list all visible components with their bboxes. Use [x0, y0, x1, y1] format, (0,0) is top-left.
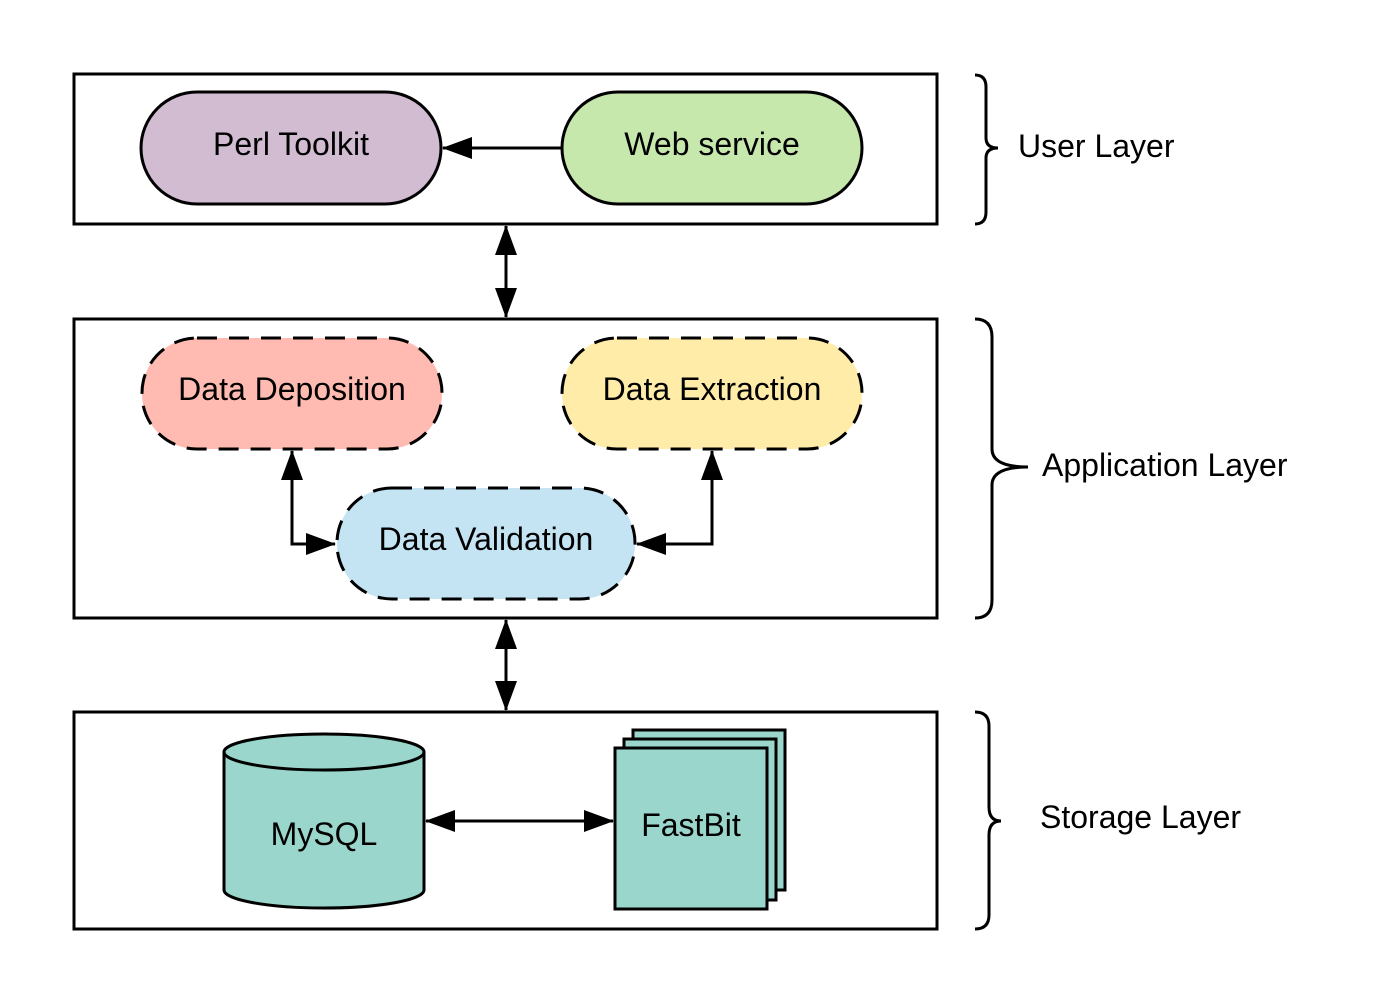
user-layer-label: User Layer — [1018, 128, 1175, 164]
extraction-validation-link — [636, 450, 723, 555]
data-extraction-shape — [560, 336, 864, 451]
data-deposition-label: Data Deposition — [178, 371, 406, 407]
web-service-label: Web service — [624, 126, 799, 162]
data-validation-label: Data Validation — [379, 521, 594, 557]
mysql-cylinder — [222, 732, 426, 910]
fastbit-node: FastBit — [613, 728, 787, 911]
data-validation-shape — [335, 486, 637, 601]
user-layer-brace — [974, 73, 999, 226]
web-service-node: Web service — [560, 90, 864, 206]
mysql-cylinder-top — [222, 751, 426, 772]
mysql-node: MySQL — [222, 732, 426, 910]
deposition-validation-link — [281, 450, 336, 555]
fastbit-label: FastBit — [641, 807, 741, 843]
data-extraction-label: Data Extraction — [603, 371, 822, 407]
data-extraction-node: Data Extraction — [560, 336, 864, 451]
data-deposition-node: Data Deposition — [140, 336, 444, 451]
perl-toolkit-label: Perl Toolkit — [213, 126, 369, 162]
application-layer-label: Application Layer — [1042, 447, 1288, 483]
data-validation-node: Data Validation — [335, 486, 637, 601]
application-layer-brace — [974, 317, 1029, 620]
perl-toolkit-node: Perl Toolkit — [139, 90, 443, 206]
mysql-label: MySQL — [271, 816, 378, 852]
storage-layer-label: Storage Layer — [1040, 799, 1241, 835]
storage-layer-brace — [974, 710, 1002, 931]
fastbit-stack-front — [613, 746, 769, 911]
data-deposition-shape — [140, 336, 444, 451]
perl-toolkit-shape — [139, 90, 443, 206]
